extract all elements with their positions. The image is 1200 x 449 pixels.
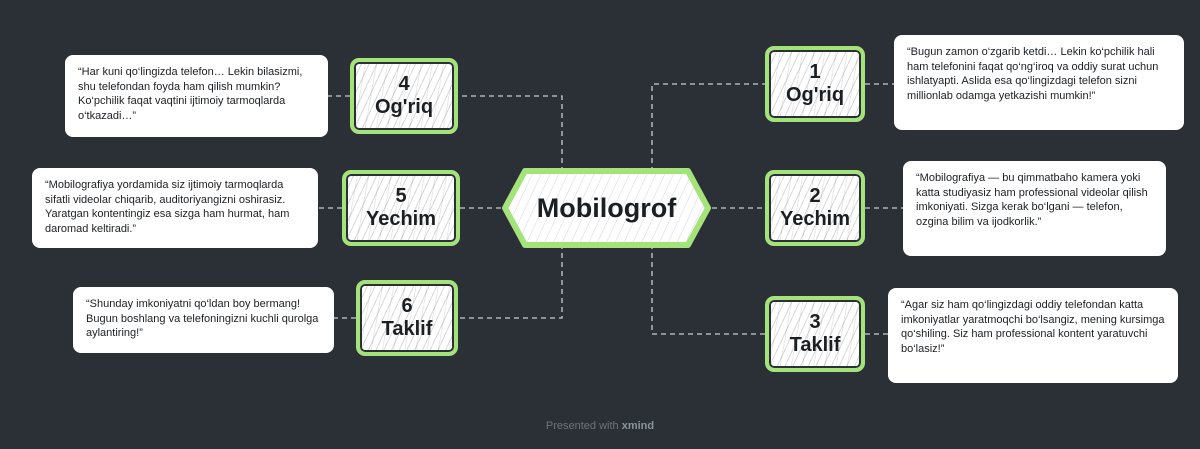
- note-card-1[interactable]: “Bugun zamon o‘zgarib ketdi… Lekin ko‘pc…: [894, 35, 1184, 130]
- topic-number: 1: [809, 61, 821, 83]
- topic-label: Og'riq: [374, 96, 434, 118]
- xmind-logo: xmind: [621, 420, 655, 432]
- note-card-6[interactable]: “Shunday imkoniyatni qo‘ldan boy bermang…: [73, 287, 334, 353]
- note-text: “Agar siz ham qo‘lingizdagi oddiy telefo…: [901, 299, 1165, 355]
- connector-to-node-1: [651, 83, 765, 208]
- central-topic[interactable]: Mobilogrof: [501, 165, 712, 251]
- topic-label: Og'riq: [785, 84, 845, 106]
- topic-number: 3: [809, 311, 821, 333]
- note-card-4[interactable]: “Har kuni qo‘lingizda telefon… Lekin bil…: [65, 55, 328, 137]
- note-card-3[interactable]: “Agar siz ham qo‘lingizdagi oddiy telefo…: [888, 288, 1178, 383]
- topic-node-5[interactable]: 5 Yechim: [342, 170, 460, 246]
- note-text: “Mobilografiya — bu qimmatbaho kamera yo…: [916, 172, 1148, 228]
- central-title: Mobilogrof: [536, 192, 677, 223]
- topic-number: 2: [809, 185, 821, 207]
- note-text: “Mobilografiya yordamida siz ijtimoiy ta…: [45, 179, 290, 235]
- note-text: “Bugun zamon o‘zgarib ketdi… Lekin ko‘pc…: [907, 46, 1159, 102]
- topic-label: Taklif: [381, 318, 433, 340]
- note-text: “Shunday imkoniyatni qo‘ldan boy bermang…: [86, 298, 319, 339]
- note-text: “Har kuni qo‘lingizda telefon… Lekin bil…: [78, 66, 303, 122]
- topic-label: Taklif: [789, 334, 841, 356]
- topic-number: 4: [398, 73, 410, 95]
- topic-node-4[interactable]: 4 Og'riq: [350, 58, 458, 134]
- topic-node-1[interactable]: 1 Og'riq: [765, 46, 865, 122]
- topic-number: 5: [395, 185, 407, 207]
- note-card-2[interactable]: “Mobilografiya — bu qimmatbaho kamera yo…: [903, 161, 1166, 256]
- footer-prefix: Presented with: [545, 420, 619, 432]
- topic-node-6[interactable]: 6 Taklif: [356, 280, 458, 356]
- note-card-5[interactable]: “Mobilografiya yordamida siz ijtimoiy ta…: [32, 168, 318, 248]
- topic-label: Yechim: [779, 208, 851, 230]
- topic-node-3[interactable]: 3 Taklif: [765, 296, 865, 372]
- topic-label: Yechim: [365, 208, 437, 230]
- connector-to-node-3: [651, 208, 765, 335]
- topic-number: 6: [401, 295, 413, 317]
- topic-node-2[interactable]: 2 Yechim: [765, 170, 865, 246]
- footer-credit: Presented with xmind: [0, 420, 1200, 432]
